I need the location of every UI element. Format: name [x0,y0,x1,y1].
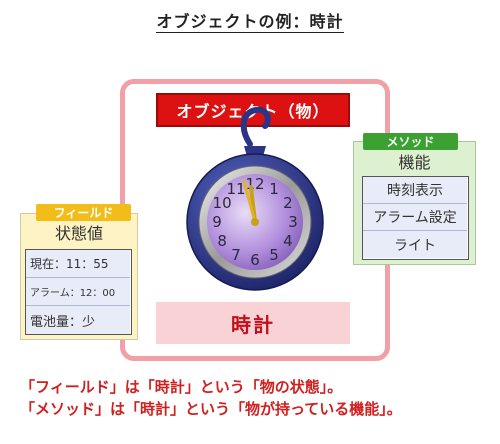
method-row-alarm-setting: アラーム設定 [363,204,467,231]
clock-numeral: 3 [288,213,298,231]
clock-numeral: 7 [231,246,241,264]
clock-numeral: 2 [283,194,293,212]
method-list: 時刻表示 アラーム設定 ライト [362,176,469,260]
diagram-title: オブジェクトの例：時計 [0,8,500,33]
caption: 「フィールド」は「時計」という「物の状態」。 「メソッド」は「時計」という「物が… [20,376,490,420]
clock-numeral: 9 [212,213,222,231]
minute-hand [242,179,257,224]
clock-numeral: 11 [226,180,245,198]
field-row-alarm: アラーム：12：00 [26,278,130,306]
method-title: 機能 [398,153,431,172]
clock-numeral: 4 [283,232,293,250]
field-row-battery: 電池量：少 [26,306,130,334]
caption-line-2: 「メソッド」は「時計」という「物が持っている機能」。 [20,400,402,418]
field-tab: フィールド [36,204,131,221]
clock-numeral: 8 [217,232,227,250]
object-label: 時計 [156,302,350,344]
field-row-current-time: 現在：11：55 [26,250,130,278]
field-list: 現在：11：55 アラーム：12：00 電池量：少 [25,249,132,335]
clock-numeral: 5 [269,246,279,264]
method-row-light: ライト [363,231,467,258]
object-header: オブジェクト（物） [156,93,350,127]
clock-numeral: 1 [269,180,279,198]
clock-numeral: 12 [245,175,264,193]
diagram-title-text: オブジェクトの例：時計 [156,12,344,33]
method-tab: メソッド [363,133,458,150]
method-row-time-display: 時刻表示 [363,177,467,204]
field-title: 状態値 [54,224,103,243]
hand-hub [251,218,259,226]
clock-numeral: 6 [250,251,260,269]
watch-stem [240,106,271,147]
caption-line-1: 「フィールド」は「時計」という「物の状態」。 [20,378,343,396]
clock-numeral: 10 [213,194,232,212]
